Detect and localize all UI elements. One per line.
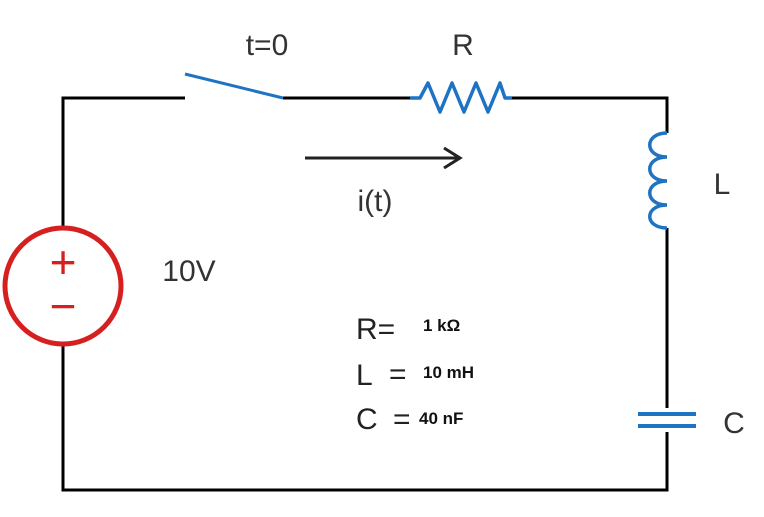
resistor-zigzag — [410, 81, 512, 114]
source-minus-icon: − — [50, 280, 77, 332]
parameter-list: R= 1 kΩ L = 10 mH C = 40 nF — [356, 313, 474, 436]
inductor-coil — [648, 131, 668, 230]
source-voltage-label: 10V — [162, 255, 215, 288]
current-arrow-icon — [305, 146, 463, 170]
wire-bottom — [61, 345, 669, 492]
param-r-symbol: R= — [356, 313, 395, 346]
circuit-wires — [61, 96, 669, 492]
switch-time-label: t=0 — [246, 29, 289, 62]
switch-blade — [184, 72, 284, 100]
param-c-symbol: C — [356, 403, 378, 436]
current-label: i(t) — [358, 185, 393, 218]
param-c-eq: = — [393, 403, 411, 436]
voltage-source-circle — [2, 225, 124, 347]
capacitor-label: C — [723, 407, 745, 440]
wire-left-top — [61, 96, 185, 228]
wire-resistor-to-inductor — [512, 96, 669, 133]
param-l-eq: = — [389, 358, 407, 391]
param-l-value: 10 mH — [423, 363, 474, 382]
param-r-value: 1 kΩ — [423, 316, 460, 335]
source-plus-icon: + — [50, 236, 77, 288]
resistor-label: R — [452, 29, 474, 62]
inductor-label: L — [714, 168, 731, 201]
capacitor-plates — [638, 412, 696, 428]
param-l-symbol: L — [356, 359, 373, 392]
param-c-value: 40 nF — [419, 409, 463, 428]
